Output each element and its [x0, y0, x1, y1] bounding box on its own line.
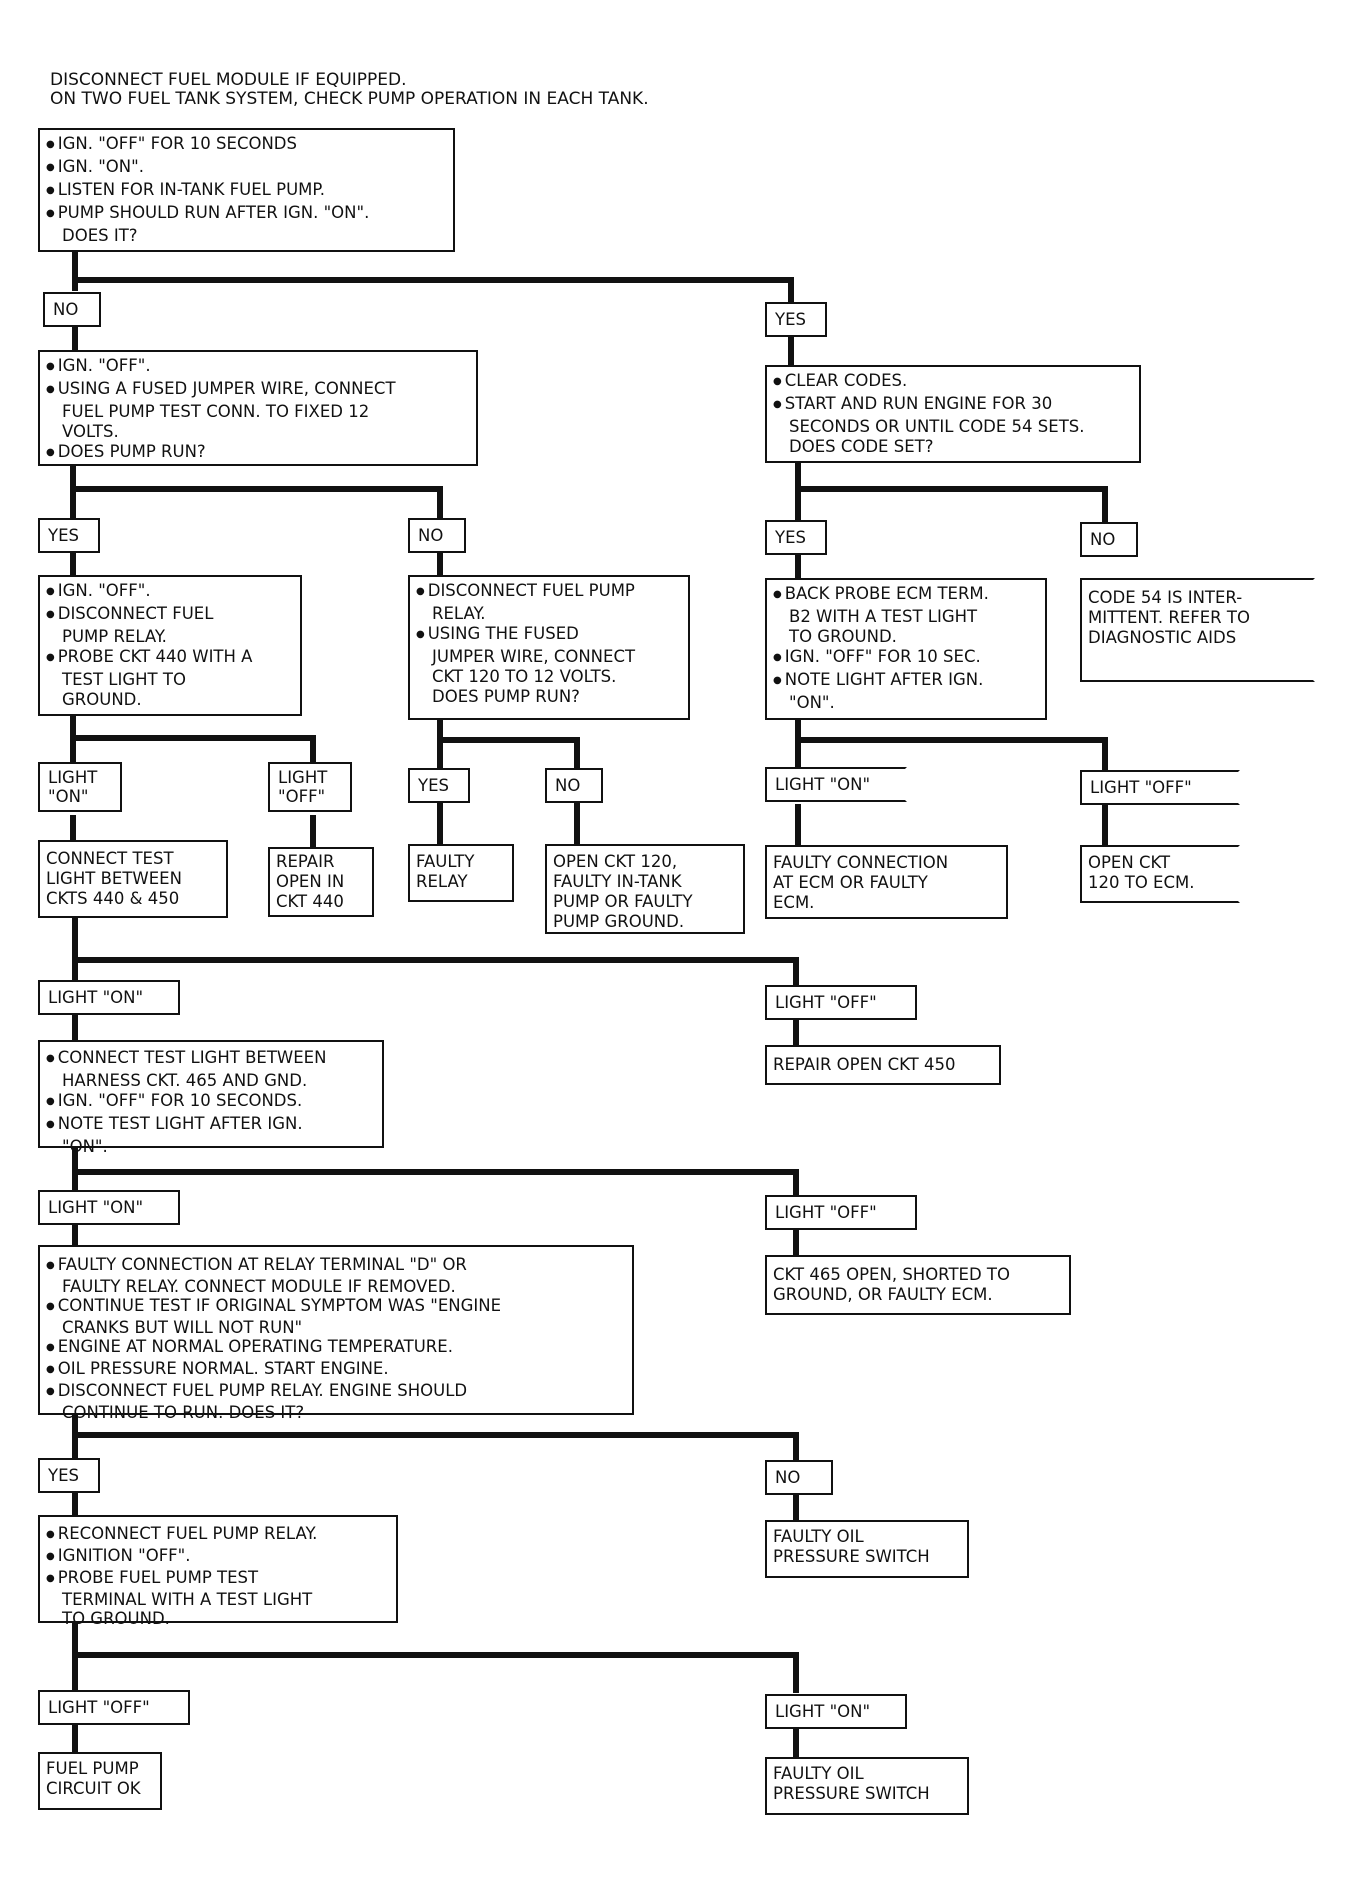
back-probe-step: TO GROUND. [789, 627, 897, 646]
clear-step: START AND RUN ENGINE FOR 30 [773, 394, 1133, 417]
repair-450-box: REPAIR OPEN CKT 450 [765, 1045, 1001, 1085]
back-probe-step: B2 WITH A TEST LIGHT [789, 607, 978, 626]
probe-440-box: IGN. "OFF". DISCONNECT FUEL PUMP RELAY. … [38, 575, 302, 716]
relay-jumper-box: DISCONNECT FUEL PUMP RELAY. USING THE FU… [408, 575, 690, 720]
probe-step: PROBE CKT 440 WITH A [46, 647, 294, 670]
relay-step: DISCONNECT FUEL PUMP [416, 581, 682, 604]
harness-465-box: CONNECT TEST LIGHT BETWEEN HARNESS CKT. … [38, 1040, 384, 1156]
code54-text: DIAGNOSTIC AIDS [1088, 628, 1237, 647]
light-off-label: LIGHT "OFF" [1080, 770, 1240, 805]
header-line-1: DISCONNECT FUEL MODULE IF EQUIPPED. [50, 70, 407, 90]
light-off-label: LIGHT "OFF" [38, 1690, 190, 1725]
repair-440-box: REPAIR OPEN IN CKT 440 [268, 847, 374, 917]
header-line-2: ON TWO FUEL TANK SYSTEM, CHECK PUMP OPER… [50, 89, 649, 109]
yes-label: YES [38, 1458, 100, 1493]
faulty-oil-switch-box: FAULTY OIL PRESSURE SWITCH [765, 1520, 969, 1578]
clear-question: DOES CODE SET? [789, 437, 934, 456]
jumper-step: USING A FUSED JUMPER WIRE, CONNECT [46, 379, 470, 402]
open-120-box: OPEN CKT 120, FAULTY IN-TANK PUMP OR FAU… [545, 844, 745, 934]
fuel-pump-ok-box: FUEL PUMP CIRCUIT OK [38, 1752, 162, 1810]
jumper-step: IGN. "OFF". [46, 356, 470, 379]
relay-step: CKT 120 TO 12 VOLTS. [432, 667, 617, 686]
yes-label: YES [765, 302, 827, 337]
no-label: NO [765, 1460, 833, 1495]
back-probe-step: IGN. "OFF" FOR 10 SEC. [773, 647, 1039, 670]
relay-step: RELAY. [432, 604, 486, 623]
back-probe-box: BACK PROBE ECM TERM. B2 WITH A TEST LIGH… [765, 578, 1047, 720]
jumper-test-box: IGN. "OFF". USING A FUSED JUMPER WIRE, C… [38, 350, 478, 466]
ckt465-open-box: CKT 465 OPEN, SHORTED TO GROUND, OR FAUL… [765, 1255, 1071, 1315]
relay-terminal-d-box: FAULTY CONNECTION AT RELAY TERMINAL "D" … [38, 1245, 634, 1422]
no-label: NO [43, 292, 101, 327]
probe-step: TEST LIGHT TO [62, 670, 186, 689]
faulty-ecm-connection-box: FAULTY CONNECTION AT ECM OR FAULTY ECM. [765, 845, 1008, 919]
relay-step: JUMPER WIRE, CONNECT [432, 647, 636, 666]
start-step: LISTEN FOR IN-TANK FUEL PUMP. [46, 180, 447, 203]
light-on-label: LIGHT "ON" [38, 762, 122, 812]
clear-step: CLEAR CODES. [773, 371, 1133, 394]
probe-step: PUMP RELAY. [62, 627, 167, 646]
light-on-label: LIGHT "ON" [38, 980, 180, 1015]
code54-box: CODE 54 IS INTER- MITTENT. REFER TO DIAG… [1080, 578, 1315, 682]
clear-codes-box: CLEAR CODES. START AND RUN ENGINE FOR 30… [765, 365, 1141, 463]
start-box: IGN. "OFF" FOR 10 SECONDS IGN. "ON". LIS… [38, 128, 455, 252]
probe-step: DISCONNECT FUEL [46, 604, 294, 627]
start-question: DOES IT? [62, 226, 138, 245]
back-probe-step: "ON". [789, 693, 835, 712]
faulty-relay-box: FAULTY RELAY [408, 844, 514, 902]
no-label: NO [1080, 522, 1138, 557]
light-on-label: LIGHT "ON" [765, 1694, 907, 1729]
start-step: IGN. "ON". [46, 157, 447, 180]
light-on-label: LIGHT "ON" [765, 767, 907, 802]
light-off-label: LIGHT "OFF" [765, 1195, 917, 1230]
clear-step: SECONDS OR UNTIL CODE 54 SETS. [789, 417, 1085, 436]
no-label: NO [408, 518, 466, 553]
yes-label: YES [38, 518, 100, 553]
jumper-question: DOES PUMP RUN? [46, 442, 470, 465]
light-off-label: LIGHT "OFF" [268, 762, 352, 812]
yes-label: YES [408, 768, 470, 803]
start-step: PUMP SHOULD RUN AFTER IGN. "ON". [46, 203, 447, 226]
light-off-label: LIGHT "OFF" [765, 985, 917, 1020]
code54-text: MITTENT. REFER TO [1088, 608, 1250, 627]
jumper-step: VOLTS. [62, 422, 119, 441]
light-on-label: LIGHT "ON" [38, 1190, 180, 1225]
open-120-ecm-box: OPEN CKT 120 TO ECM. [1080, 845, 1240, 903]
probe-step: GROUND. [62, 690, 142, 709]
probe-step: IGN. "OFF". [46, 581, 294, 604]
relay-question: DOES PUMP RUN? [432, 687, 580, 706]
jumper-step: FUEL PUMP TEST CONN. TO FIXED 12 [62, 402, 370, 421]
back-probe-step: BACK PROBE ECM TERM. [773, 584, 1039, 607]
relay-step: USING THE FUSED [416, 624, 682, 647]
faulty-oil-switch-box: FAULTY OIL PRESSURE SWITCH [765, 1757, 969, 1815]
connect-test-light-box: CONNECT TEST LIGHT BETWEEN CKTS 440 & 45… [38, 840, 228, 918]
yes-label: YES [765, 520, 827, 555]
no-label: NO [545, 768, 603, 803]
back-probe-step: NOTE LIGHT AFTER IGN. [773, 670, 1039, 693]
reconnect-relay-box: RECONNECT FUEL PUMP RELAY. IGNITION "OFF… [38, 1515, 398, 1628]
code54-text: CODE 54 IS INTER- [1088, 588, 1243, 607]
start-step: IGN. "OFF" FOR 10 SECONDS [46, 134, 447, 157]
